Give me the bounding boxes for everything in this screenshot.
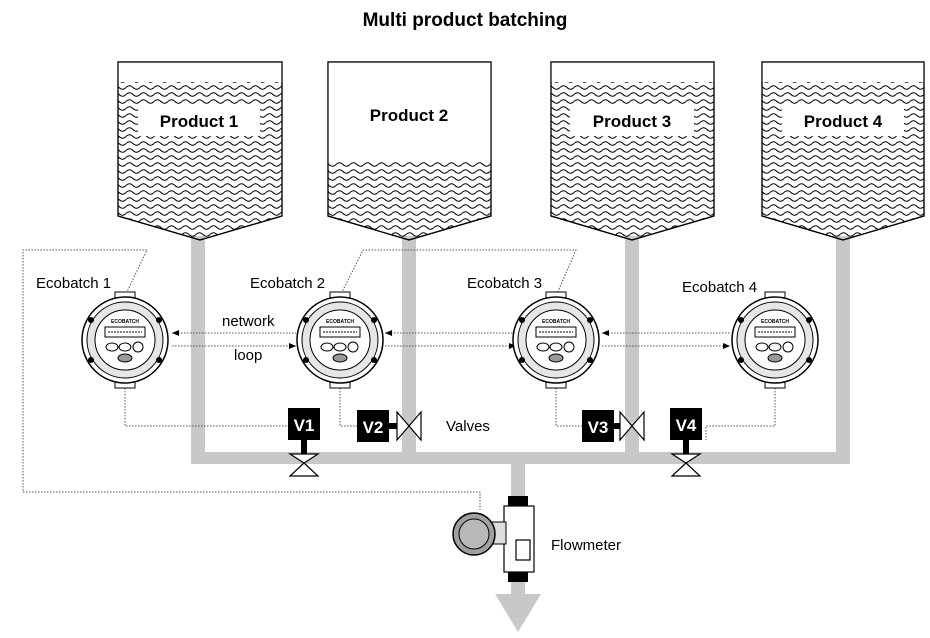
signal-wiring — [22, 249, 776, 510]
valve-tag: V2 — [363, 418, 384, 437]
pipe-drop-2 — [402, 236, 416, 460]
valve-1: V1 — [287, 408, 321, 477]
network-arrows — [172, 330, 730, 349]
controller-label-3: Ecobatch 3 — [467, 275, 542, 292]
ecobatch-controller-3: ECOBATCH — [512, 291, 600, 389]
tank-label: Product 3 — [593, 112, 671, 131]
diagram-title: Multi product batching — [363, 10, 568, 31]
ecobatch-controller-2: ECOBATCH — [296, 291, 384, 389]
valve-tag: V4 — [676, 416, 697, 435]
controller-label-1: Ecobatch 1 — [36, 275, 111, 292]
valves-label: Valves — [446, 418, 490, 435]
ecobatch-controller-1: ECOBATCH — [81, 291, 169, 389]
controller-brand: ECOBATCH — [111, 319, 139, 325]
tank-3: Product 3 — [550, 61, 715, 241]
flowmeter-label: Flowmeter — [551, 537, 621, 554]
tank-label: Product 4 — [804, 112, 883, 131]
pipe-drop-1 — [191, 236, 205, 460]
controller-label-2: Ecobatch 2 — [250, 275, 325, 292]
pipe-drop-3 — [625, 236, 639, 460]
network-label: network — [222, 313, 275, 330]
valve-tag: V1 — [294, 416, 315, 435]
controller-brand: ECOBATCH — [761, 319, 789, 325]
valve-tag: V3 — [588, 418, 609, 437]
ecobatch-controller-4: ECOBATCH — [731, 291, 819, 389]
tank-2: Product 2 — [327, 61, 492, 241]
tank-1: Product 1 — [117, 61, 283, 241]
tank-4: Product 4 — [761, 61, 925, 241]
pipe-drop-4 — [836, 236, 850, 460]
controller-label-4: Ecobatch 4 — [682, 279, 757, 296]
controller-brand: ECOBATCH — [542, 319, 570, 325]
flowmeter — [452, 496, 535, 582]
valve-2: V2 — [357, 410, 422, 442]
outflow-arrow — [495, 594, 541, 632]
tank-label: Product 1 — [160, 112, 238, 131]
loop-label: loop — [234, 347, 262, 364]
pipework — [191, 236, 850, 632]
valve-4: V4 — [669, 408, 703, 477]
valve-3: V3 — [582, 410, 645, 442]
tank-label: Product 2 — [370, 106, 448, 125]
controller-brand: ECOBATCH — [326, 319, 354, 325]
